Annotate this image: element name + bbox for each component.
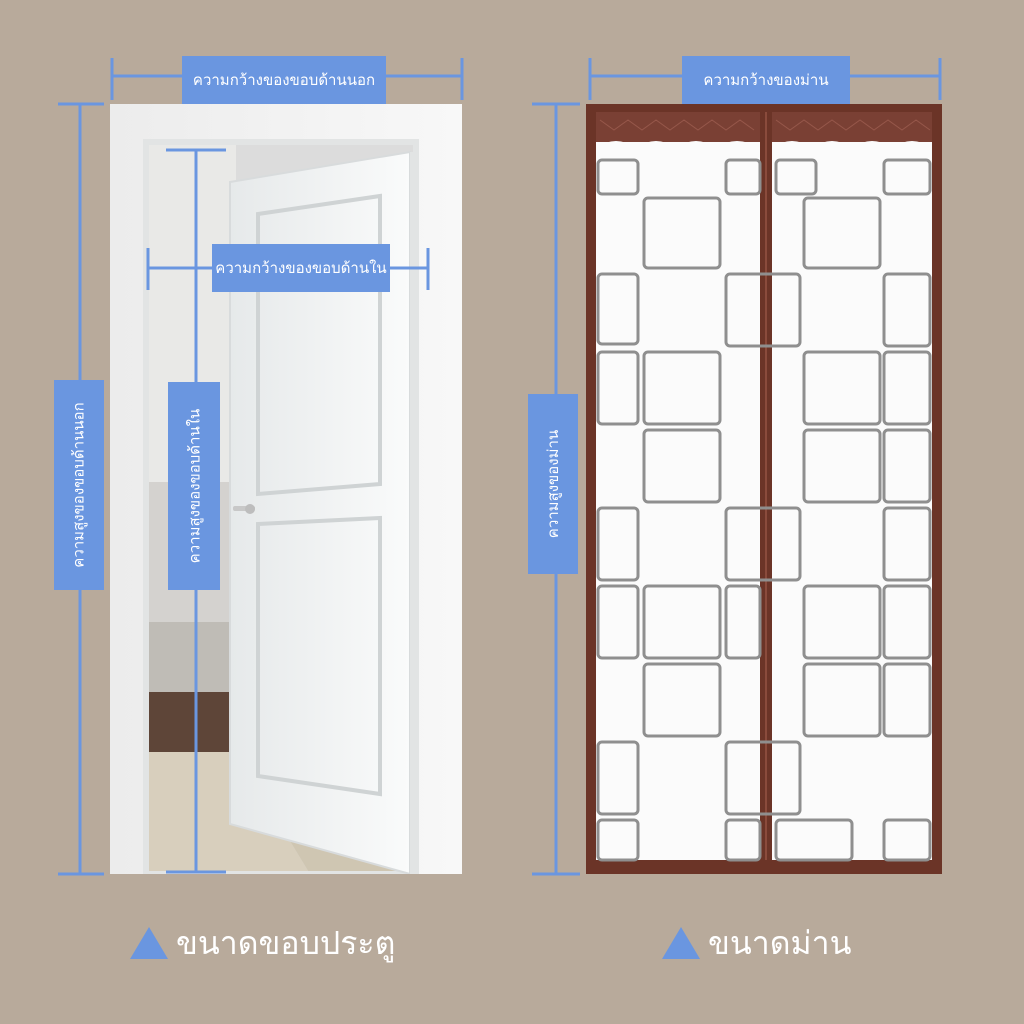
door-inner-height-label: ความสูงของขอบด้านใน (168, 382, 220, 590)
door-outer-width-label: ความกว้างของขอบด้านนอก (182, 56, 386, 104)
door-inner-width-text: ความกว้างของขอบด้านใน (215, 259, 387, 277)
door-outer-height-text: ความสูงของขอบด้านนอก (70, 402, 89, 568)
curtain-photo (586, 104, 942, 874)
curtain-height-label: ความสูงของม่าน (528, 394, 578, 574)
curtain-width-text: ความกว้างของม่าน (703, 71, 829, 89)
curtain-caption-text: ขนาดม่าน (708, 923, 852, 962)
triangle-icon (130, 927, 168, 959)
door-inner-height-text: ความสูงของขอบด้านใน (185, 408, 203, 564)
curtain-caption: ขนาดม่าน (662, 918, 851, 968)
door-caption-text: ขนาดขอบประตู (176, 923, 396, 962)
door-inner-width-label: ความกว้างของขอบด้านใน (212, 244, 390, 292)
curtain-height-text: ความสูงของม่าน (544, 429, 562, 539)
triangle-icon (662, 927, 700, 959)
door-outer-height-label: ความสูงของขอบด้านนอก (54, 380, 104, 590)
door-outer-width-text: ความกว้างของขอบด้านนอก (192, 71, 376, 89)
door-caption: ขนาดขอบประตู (130, 918, 395, 968)
curtain-width-label: ความกว้างของม่าน (682, 56, 850, 104)
